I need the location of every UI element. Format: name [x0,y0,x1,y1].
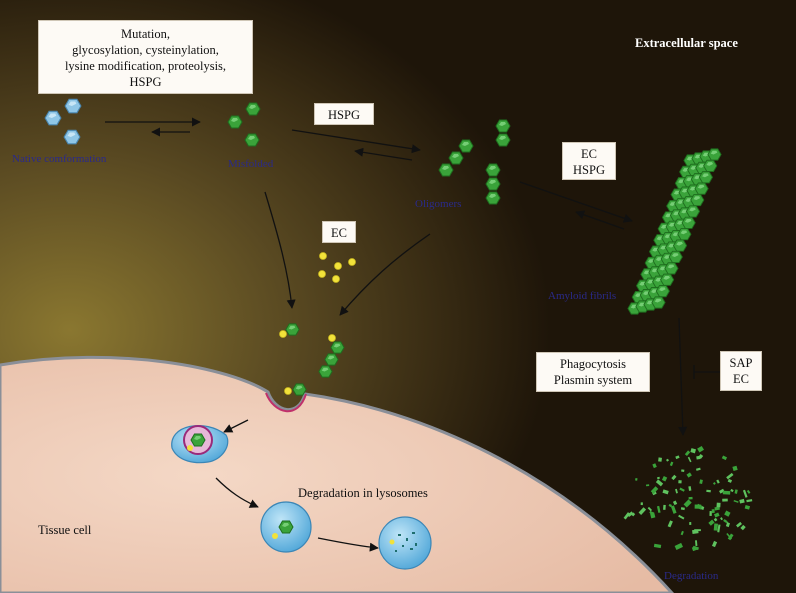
ec-label: EC [331,226,347,240]
inhibitor-box: SAP EC [720,351,762,391]
tissue-cell-label: Tissue cell [38,523,92,537]
modifications-line-1: Mutation, [121,27,170,41]
lysosome-degradation-label: Degradation in lysosomes [298,486,428,500]
ec-complex-icon [279,323,345,396]
oligomer-icon [438,119,511,205]
ec-hspg-box: EC HSPG [562,142,616,180]
modifications-box: Mutation, glycosylation, cysteinylation,… [38,20,253,94]
degraded-lysosome-icon [378,516,432,570]
clearance-line-1: Phagocytosis [560,357,626,371]
hspg-label: HSPG [328,108,360,122]
ec-hspg-line-1: EC [581,147,597,161]
endocytic-receptor-icon [171,425,229,464]
modifications-line-2: glycosylation, cysteinylation, [72,43,219,57]
oligomers-label: Oligomers [415,198,462,210]
misfolded-label: Misfolded [228,158,274,170]
native-label: Native comformation [12,153,107,165]
tissue-cell [0,355,675,593]
modifications-line-3: lysine modification, proteolysis, [64,59,227,73]
ec-box: EC [322,221,356,243]
clearance-box: Phagocytosis Plasmin system [536,352,650,392]
ec-particle-icon [318,252,356,283]
endocytic-pit [265,392,307,413]
clearance-line-2: Plasmin system [553,373,633,387]
modifications-line-4: HSPG [129,75,162,89]
degradation-label: Degradation [664,570,719,582]
inhibitor-line-2: EC [733,372,749,386]
hspg-box: HSPG [314,103,374,125]
extracellular-label: Extracellular space [635,36,738,50]
misfolded-protein-icon [227,102,261,147]
inhibitor-line-1: SAP [729,356,753,370]
fibril-icon [627,148,722,315]
amyloid-label: Amyloid fibrils [548,290,617,302]
fragment-icon [623,445,753,552]
native-protein-icon [44,98,82,145]
ec-hspg-line-2: HSPG [573,163,605,177]
lysosome-icon [260,501,312,553]
